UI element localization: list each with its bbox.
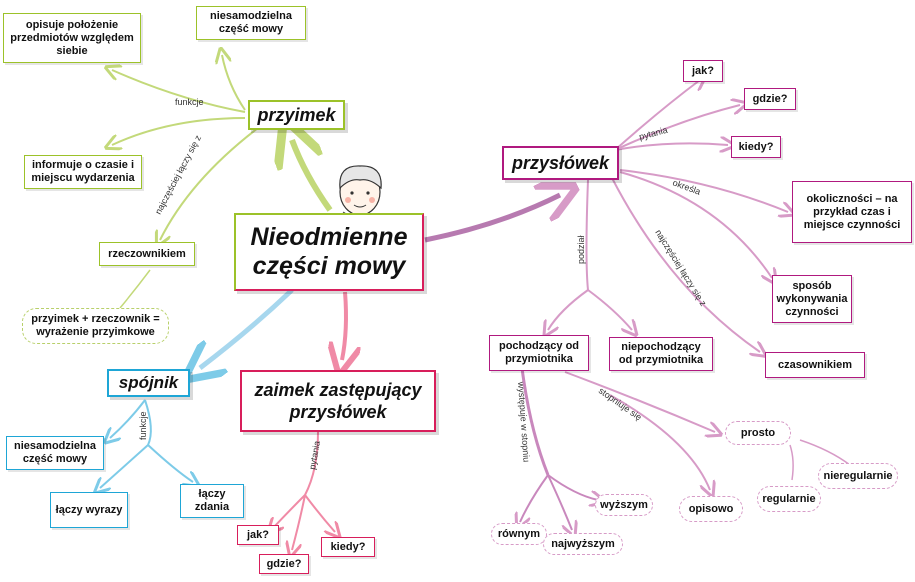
- label-zaimek-pytania: pytania: [307, 440, 322, 470]
- przyslowek-defines-okolicznosci: okoliczności – na przykład czas i miejsc…: [792, 181, 912, 243]
- zaimek-title: zaimek zastępujący przysłówek: [240, 370, 436, 432]
- link-spojnik-split: [144, 399, 152, 446]
- label-przyslowek-laczy: najczęściej łączy się z: [653, 228, 708, 308]
- label-spojnik-funkcje: funkcje: [138, 411, 148, 440]
- przyslowek-title: przysłówek: [502, 146, 619, 180]
- link-przyimek-informuje: [112, 117, 246, 145]
- przyslowek-division-pochodzacy: pochodzący od przymiotnika: [489, 335, 589, 371]
- zaimek-title-line2: przysłówek: [289, 402, 387, 422]
- przyimek-function-opisuje: opisuje położenie przedmiotów względem s…: [3, 13, 141, 63]
- comparison-opisowo: opisowo: [679, 496, 743, 522]
- link-przyslowek-sposob: [619, 171, 772, 278]
- comparison-nieregularnie: nieregularnie: [818, 463, 898, 489]
- link-spojnik-zdania: [147, 444, 193, 482]
- link-przyimek-rzecz: [160, 127, 259, 240]
- link-przyimek-niesam: [222, 55, 246, 111]
- degree-rownym: równym: [491, 523, 547, 545]
- main-title-line1: Nieodmienne: [250, 223, 408, 251]
- link-pochodzacy-stopniuje: [564, 371, 715, 432]
- przyslowek-question-jak: jak?: [683, 60, 723, 82]
- link-przyimek-opisuje: [112, 70, 246, 113]
- zaimek-title-line1: zaimek zastępujący: [254, 380, 422, 400]
- link-przyslowek-podzial: [585, 179, 589, 291]
- przyimek-connects: rzeczownikiem: [99, 242, 195, 266]
- main-title: Nieodmienne części mowy: [234, 213, 424, 291]
- link-przyslowek-kiedy: [614, 143, 728, 150]
- przyslowek-defines-sposob: sposób wykonywania czynności: [772, 275, 852, 323]
- link-stopien-wyzszym: [547, 474, 598, 500]
- przyslowek-division-niepochodzacy: niepochodzący od przymiotnika: [609, 337, 713, 371]
- link-prosto-regularnie: [789, 444, 794, 481]
- link-pochodzacy-stopien: [520, 367, 550, 476]
- link-spojnik-wyrazy: [100, 444, 149, 488]
- link-stopien-najwyzszym: [547, 474, 572, 530]
- comparison-prosto: prosto: [725, 421, 791, 445]
- przyimek-function-niesamodzielna: niesamodzielna część mowy: [196, 6, 306, 40]
- link-main-spojnik: [200, 288, 294, 368]
- link-przyslowek-czasownik: [611, 177, 760, 352]
- przyslowek-question-gdzie: gdzie?: [744, 88, 796, 110]
- link-przyslowek-gdzie: [614, 105, 740, 151]
- link-stopniuje-opisowo: [609, 394, 710, 490]
- link-zaimek-split: [304, 431, 319, 496]
- zaimek-question-gdzie: gdzie?: [259, 554, 309, 574]
- link-spojnik-niesam: [110, 399, 146, 438]
- link-stopien-rownym: [520, 474, 549, 522]
- label-przyslowek-podzial: podział: [576, 235, 586, 264]
- przyimek-function-informuje: informuje o czasie i miejscu wydarzenia: [24, 155, 142, 189]
- przyslowek-connects: czasownikiem: [765, 352, 865, 378]
- label-przyslowek-stopien: występuje w stopniu: [516, 380, 532, 462]
- link-rzecz-formula: [119, 269, 151, 309]
- link-zaimek-kiedy: [304, 494, 335, 532]
- main-title-line2: części mowy: [252, 252, 406, 280]
- zaimek-question-kiedy: kiedy?: [321, 537, 375, 557]
- comparison-regularnie: regularnie: [757, 486, 821, 512]
- degree-wyzszym: wyższym: [595, 494, 653, 516]
- degree-najwyzszym: najwyższym: [543, 533, 623, 555]
- link-main-zaimek: [342, 291, 346, 360]
- link-przyslowek-jak: [614, 80, 700, 151]
- link-przyslowek-okolicznosci: [619, 169, 788, 212]
- link-zaimek-jak: [273, 494, 306, 528]
- spojnik-item-niesamodzielna: niesamodzielna część mowy: [6, 436, 104, 470]
- link-prosto-nieregularnie: [799, 439, 851, 466]
- zaimek-question-jak: jak?: [237, 525, 279, 545]
- link-zaimek-gdzie: [292, 494, 306, 550]
- link-main-przyslowek: [424, 195, 560, 243]
- przyimek-title: przyimek: [248, 100, 345, 130]
- przyslowek-question-kiedy: kiedy?: [731, 136, 781, 158]
- label-przyimek-laczy: najczęściej łączy się z: [153, 133, 203, 216]
- link-podzial-niepochodzacy: [587, 289, 632, 330]
- spojnik-title: spójnik: [107, 369, 190, 397]
- spojnik-item-wyrazy: łączy wyrazy: [50, 492, 128, 528]
- spojnik-item-zdania: łączy zdania: [180, 484, 244, 518]
- link-main-przyimek: [292, 140, 333, 212]
- label-przyimek-funkcje: funkcje: [175, 97, 204, 107]
- link-podzial-pochodzacy: [548, 289, 589, 330]
- przyimek-formula: przyimek + rzeczownik = wyrażenie przyim…: [22, 308, 169, 344]
- boy-illustration-icon: [339, 165, 382, 218]
- label-przyslowek-stopniuje: stopniuje się: [597, 385, 644, 422]
